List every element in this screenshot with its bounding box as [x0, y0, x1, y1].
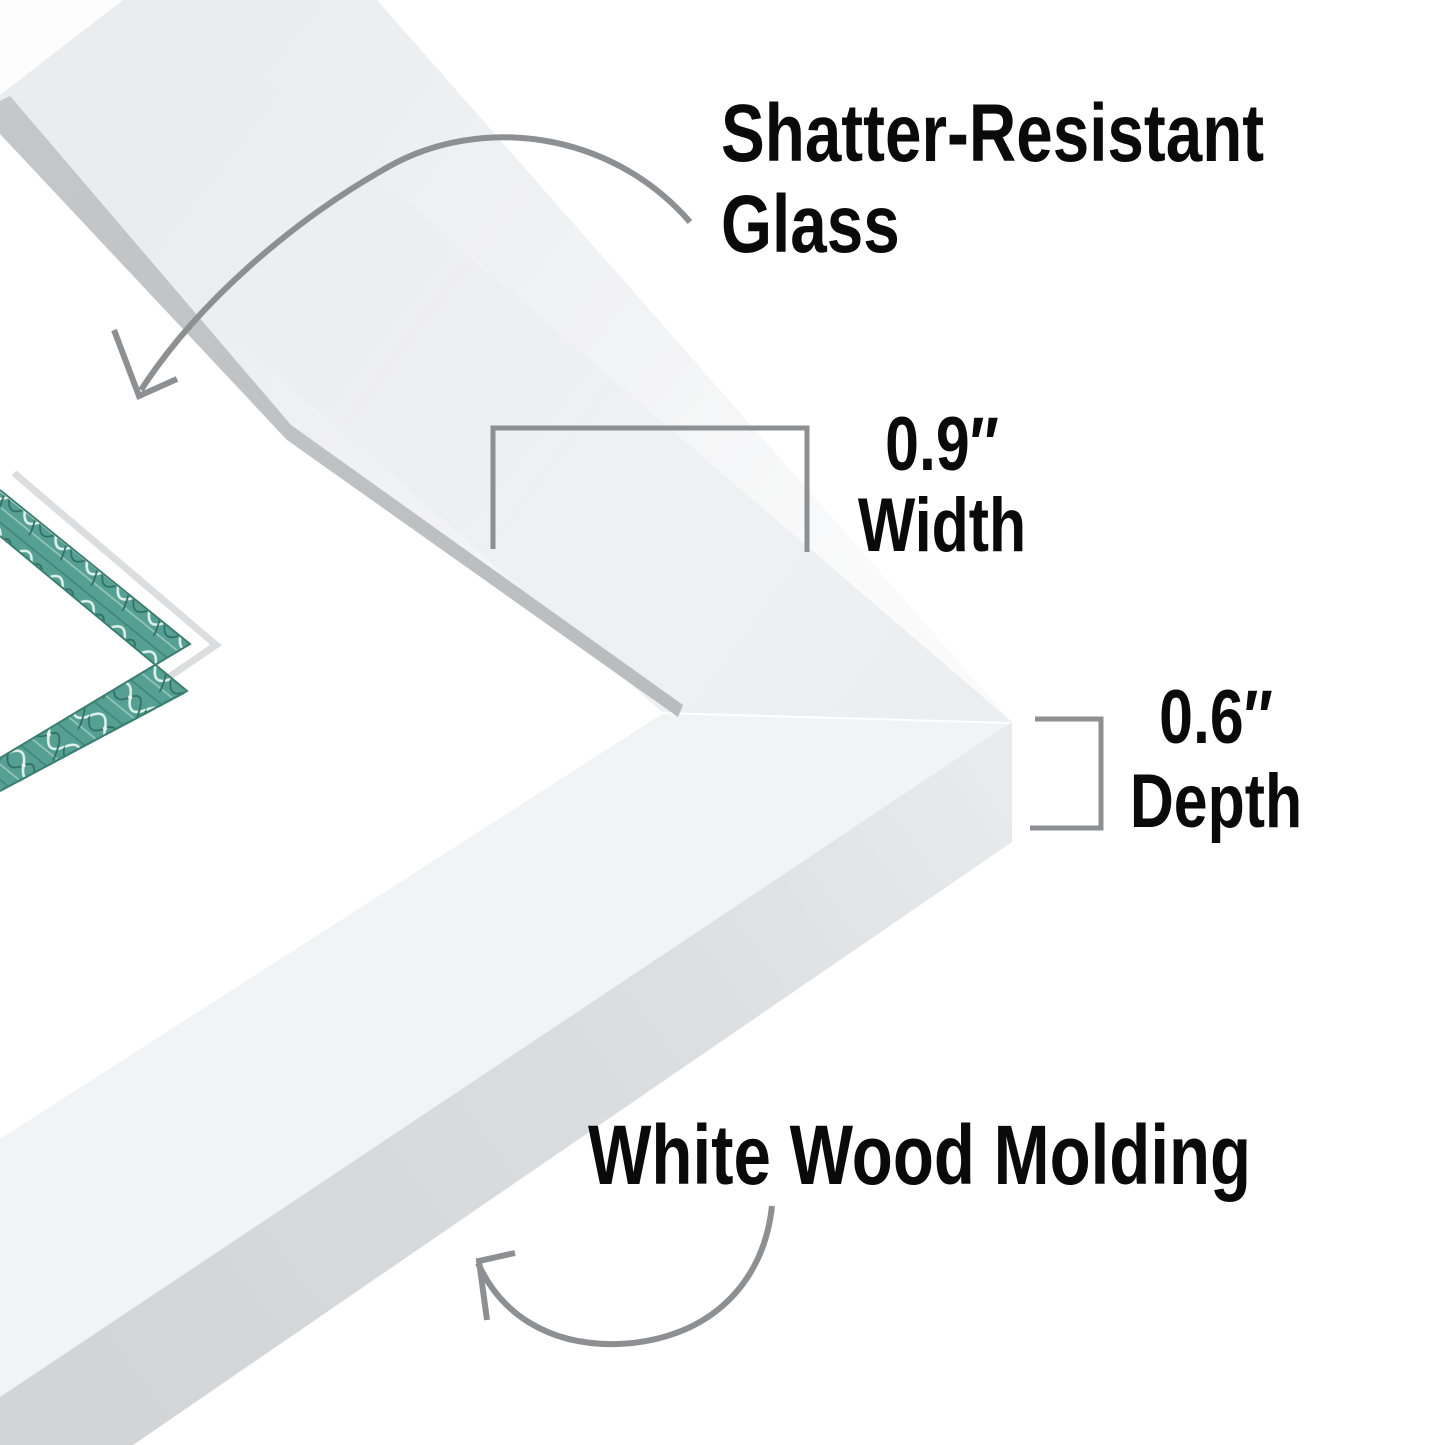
glass-arrowhead	[111, 328, 179, 401]
glass-curved-arrow-icon	[111, 134, 693, 401]
width-callout-label: 0.9″ Width	[782, 404, 1102, 566]
molding-arrow-curve	[475, 1205, 775, 1348]
molding-callout-label: White Wood Molding	[588, 1110, 1417, 1200]
frame-bottom-molding-face	[0, 714, 1012, 1397]
glass-callout-line1: Shatter-Resistant	[721, 88, 1265, 179]
molding-curved-arrow-icon	[475, 1205, 775, 1348]
certificate-border-outer-edge	[0, 489, 192, 759]
depth-bracket	[1030, 716, 1104, 831]
certificate-border	[0, 492, 190, 792]
depth-text: Depth	[1129, 759, 1303, 844]
glass-sheet	[0, 0, 1012, 722]
depth-callout-label: 0.6″ Depth	[1056, 676, 1376, 844]
glass-callout-label: Shatter-Resistant Glass	[721, 88, 1400, 270]
molding-arrowhead	[475, 1250, 516, 1321]
width-value: 0.9″	[885, 402, 999, 487]
glass-callout-line2: Glass	[721, 179, 900, 270]
frame-side-face	[0, 722, 1012, 1445]
molding-text: White Wood Molding	[588, 1108, 1252, 1202]
certificate-border-inner-edge	[0, 535, 189, 792]
glass-arrow-curve	[138, 134, 693, 392]
depth-value: 0.6″	[1159, 675, 1273, 760]
width-bracket	[490, 425, 810, 552]
width-text: Width	[857, 483, 1027, 568]
